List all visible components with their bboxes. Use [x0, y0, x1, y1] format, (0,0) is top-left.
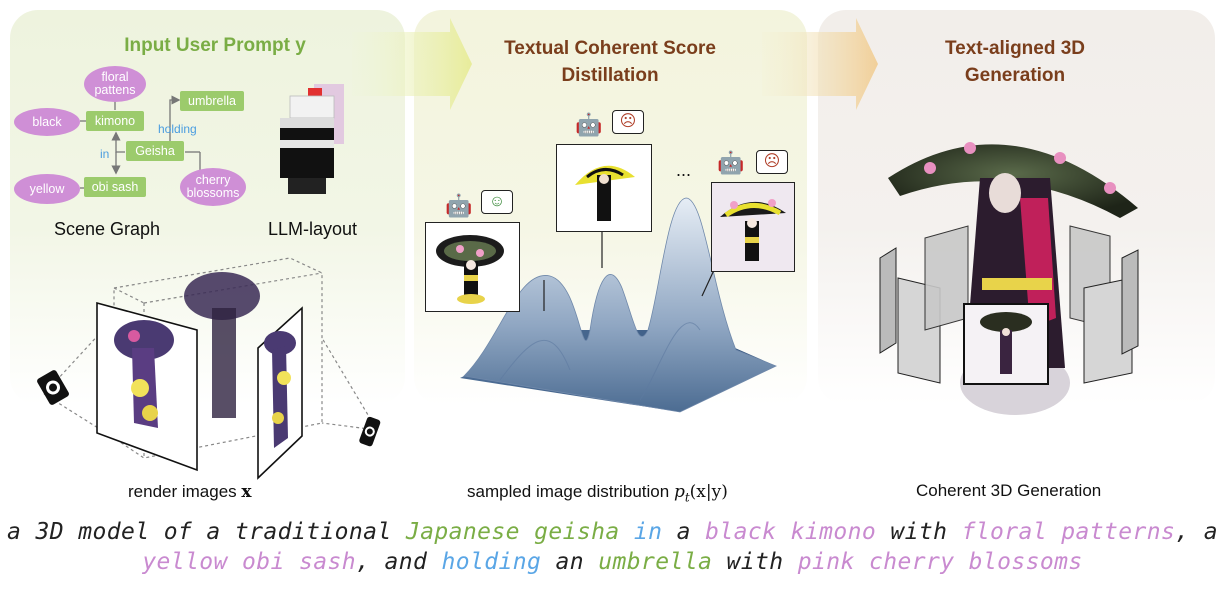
flow-arrows	[352, 18, 878, 110]
camera-icon-left	[37, 370, 69, 405]
camera-icon-right	[359, 416, 381, 447]
critic-sad-icon-1: ☹	[612, 110, 644, 134]
render-cube	[37, 257, 381, 480]
distribution-label: sampled image distribution pt(x|y)	[467, 482, 728, 505]
prompt-segment: a 3D model of a traditional	[6, 519, 406, 545]
input-panel	[10, 10, 405, 405]
sample-image-bad-1	[556, 144, 652, 232]
prompt-segment: pink cherry blossoms	[797, 549, 1083, 575]
edge-label-in: in	[100, 147, 110, 161]
prompt-segment: with	[876, 519, 962, 545]
prompt-segment: holding	[441, 549, 542, 575]
tcsd-title-line2: Distillation	[561, 65, 659, 86]
arrow-tcsd-to-gen	[762, 18, 878, 110]
prompt-segment	[620, 519, 634, 545]
prompt-segment: Japanese geisha	[405, 519, 620, 545]
critic-robot-icon-1: 🤖	[445, 193, 473, 218]
distribution-args: (x|y)	[689, 482, 728, 502]
prompt-segment: floral patterns	[961, 519, 1176, 545]
prompt-segment: , a	[1175, 519, 1219, 545]
prompt-line-1: a 3D model of a traditional Japanese gei…	[0, 519, 1225, 545]
scene-node-obi-sash: obi sash	[84, 177, 146, 197]
tcsd-title-line1: Textual Coherent Score	[504, 38, 716, 59]
prompt-segment: black kimono	[705, 519, 877, 545]
scene-node-geisha: Geisha	[126, 141, 184, 161]
scene-node-kimono: kimono	[86, 111, 144, 131]
render-images-label: render images x	[128, 482, 252, 502]
distribution-surface	[460, 197, 777, 413]
prompt-line-2: yellow obi sash, and holding an umbrella…	[0, 549, 1225, 575]
scene-graph-label: Scene Graph	[54, 219, 161, 239]
generation-caption: Coherent 3D Generation	[916, 481, 1102, 500]
sample-image-good	[425, 222, 520, 312]
render-variable: x	[241, 482, 252, 502]
prompt-segment: yellow obi sash	[142, 549, 357, 575]
gen-title-line2: Generation	[964, 65, 1066, 86]
llm-layout-label: LLM-layout	[268, 219, 358, 239]
generation-panel-title: Text-aligned 3D Generation	[880, 35, 1150, 89]
generated-3d-model	[879, 142, 1139, 415]
critic-robot-icon-3: 🤖	[717, 150, 745, 175]
prompt-segment: with	[712, 549, 798, 575]
scene-node-floral: floral pattens	[84, 66, 146, 102]
llm-layout-figure	[280, 84, 344, 194]
critic-happy-icon: ☺	[481, 190, 513, 214]
scene-node-cherry: cherry blossoms	[180, 168, 246, 206]
tcsd-panel-title: Textual Coherent Score Distillation	[440, 35, 780, 89]
edge-label-holding: holding	[158, 122, 197, 136]
more-samples-ellipsis: ...	[676, 160, 692, 180]
prompt-segment: a	[662, 519, 706, 545]
arrow-input-to-tcsd	[352, 18, 472, 110]
scene-node-umbrella: umbrella	[180, 91, 244, 111]
scene-node-yellow: yellow	[14, 174, 80, 204]
critic-robot-icon-2: 🤖	[575, 112, 603, 137]
prompt-segment: in	[633, 519, 663, 545]
critic-sad-icon-2: ☹	[756, 150, 788, 174]
input-panel-title: Input User Prompt y	[124, 35, 306, 56]
prompt-segment: , and	[356, 549, 442, 575]
distribution-subscript: t	[684, 490, 690, 505]
sample-image-bad-2	[711, 182, 795, 272]
prompt-segment: umbrella	[598, 549, 713, 575]
gen-title-line1: Text-aligned 3D	[944, 38, 1086, 59]
distribution-symbol: p	[673, 482, 685, 502]
prompt-segment: an	[541, 549, 599, 575]
leader-lines	[543, 232, 715, 311]
scene-node-black: black	[14, 108, 80, 136]
